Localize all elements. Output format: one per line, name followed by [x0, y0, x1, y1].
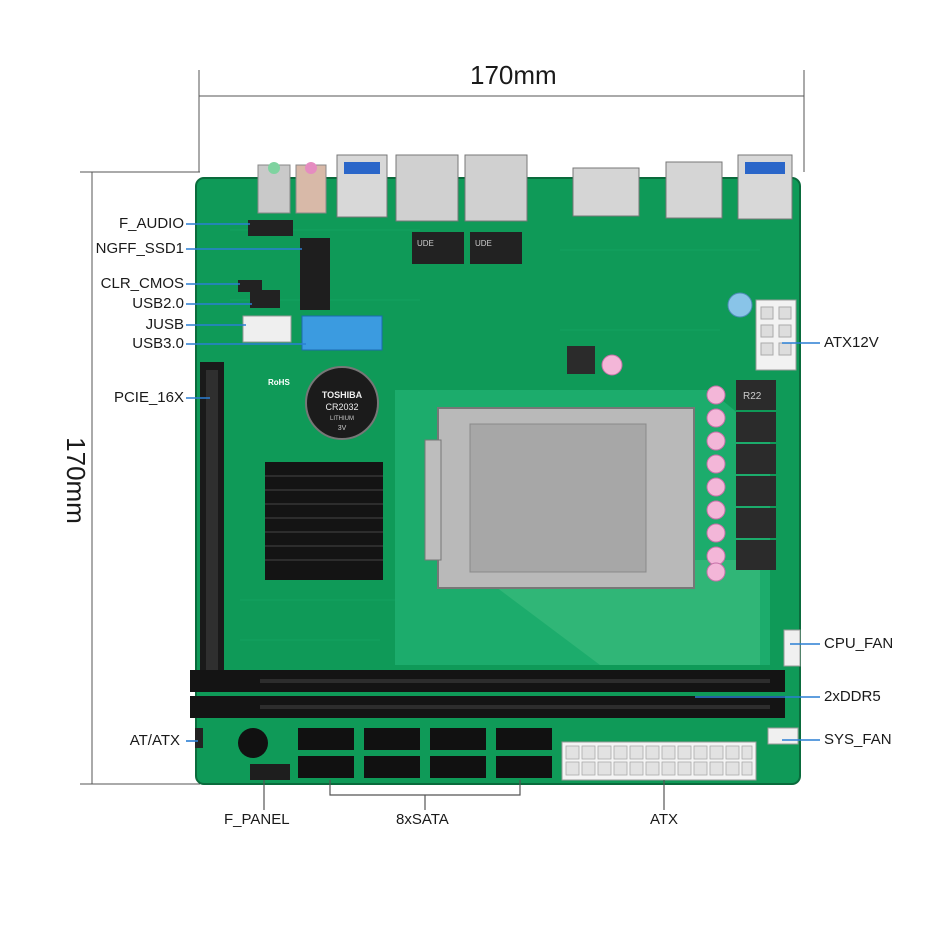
atx-24pin-connector	[561, 741, 757, 781]
buzzer	[238, 728, 268, 758]
label-usb3: USB3.0	[132, 335, 184, 352]
lan-chip-2-text: UDE	[475, 239, 492, 248]
atx12v-connector	[755, 299, 797, 371]
width-dimension-label: 170mm	[470, 60, 557, 90]
f-panel-header	[250, 764, 290, 780]
jusb-header	[242, 315, 292, 343]
battery-model: CR2032	[325, 402, 358, 412]
label-clr-cmos: CLR_CMOS	[100, 275, 184, 292]
label-ddr5: 2xDDR5	[824, 688, 881, 705]
inductor-label-1: R22	[743, 391, 762, 402]
height-dimension	[80, 171, 200, 785]
label-f-audio: F_AUDIO	[118, 215, 184, 232]
battery-sub: LITHIUM	[330, 416, 354, 422]
label-pcie-16x: PCIE_16X	[113, 389, 184, 406]
label-ngff-ssd1: NGFF_SSD1	[95, 240, 184, 257]
pcie-16x-slot	[200, 362, 224, 680]
at-atx-jumper	[195, 728, 203, 748]
bottom-leader-lines	[263, 780, 665, 810]
label-jusb: JUSB	[145, 316, 184, 333]
label-at-atx: AT/ATX	[129, 732, 180, 749]
label-atx: ATX	[650, 811, 679, 828]
leader-lines	[186, 223, 820, 742]
lan-chip-1-text: UDE	[417, 239, 434, 248]
usb2-header	[250, 290, 280, 308]
cpu-socket	[424, 407, 695, 589]
width-dimension	[198, 70, 805, 172]
label-f-panel: F_PANEL	[224, 811, 290, 828]
chipset-heatsink	[265, 462, 383, 580]
cmos-battery: TOSHIBA CR2032 LITHIUM 3V	[305, 366, 379, 440]
label-atx12v: ATX12V	[824, 334, 879, 351]
sys-fan-header	[767, 727, 799, 745]
label-cpu-fan: CPU_FAN	[824, 635, 894, 652]
battery-volt: 3V	[338, 425, 347, 432]
sata-ports	[298, 728, 552, 778]
vrm-area: R22	[567, 292, 776, 582]
label-usb2: USB2.0	[132, 295, 184, 312]
battery-brand: TOSHIBA	[322, 390, 363, 400]
label-sys-fan: SYS_FAN	[824, 731, 892, 748]
clr-cmos-header	[238, 280, 262, 292]
ngff-ssd1-slot	[300, 238, 330, 310]
rohs-mark: RoHS	[268, 378, 290, 387]
ddr5-slots	[190, 670, 785, 718]
label-sata: 8xSATA	[396, 811, 449, 828]
usb3-header	[301, 315, 383, 351]
height-dimension-label: 170mm	[60, 437, 91, 524]
rear-io	[257, 154, 793, 222]
lan-chips: UDE UDE	[412, 232, 522, 264]
cpu-fan-header	[783, 629, 801, 667]
f-audio-header	[248, 220, 293, 236]
